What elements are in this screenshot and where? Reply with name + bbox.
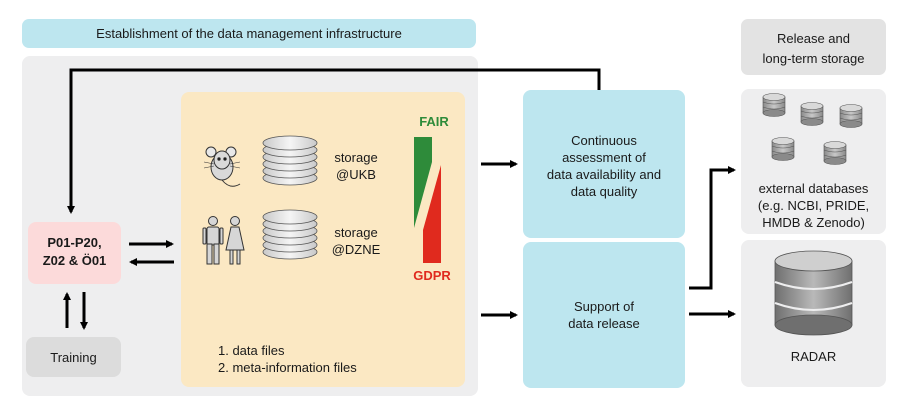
external-line: external databases: [758, 181, 869, 196]
support-box: Support of data release: [523, 242, 685, 388]
gdpr-wedge: [423, 165, 441, 263]
mouse-icon: [203, 146, 241, 187]
storage-ukb-stack-icon: [262, 135, 318, 186]
assessment-line: Continuous: [571, 133, 637, 148]
support-line: data release: [568, 316, 640, 331]
training-label: Training: [50, 349, 97, 365]
external-line: (e.g. NCBI, PRIDE,: [757, 198, 870, 213]
header-bar: Establishment of the data management inf…: [22, 19, 476, 48]
file-list-item: 1. data files: [218, 343, 285, 358]
support-line: Support of: [574, 299, 634, 314]
training-box: Training: [26, 337, 121, 377]
assessment-line: assessment of: [562, 150, 646, 165]
release-title-line2: long-term storage: [762, 51, 865, 66]
storage-ukb-line2: @UKB: [336, 167, 376, 182]
assessment-line: data quality: [570, 184, 638, 199]
projects-box: P01-P20, Z02 & Ö01: [28, 222, 121, 284]
storage-ukb-line1: storage: [334, 150, 378, 165]
fair-wedge: [414, 137, 432, 228]
storage-dzne-stack-icon: [262, 209, 318, 260]
release-header: Release and long-term storage: [741, 19, 886, 75]
file-list-item: 2. meta-information files: [218, 360, 357, 375]
projects-line2: Z02 & Ö01: [42, 253, 107, 268]
radar-label: RADAR: [790, 349, 837, 364]
projects-line1: P01-P20,: [47, 235, 102, 250]
people-icon: [202, 216, 245, 265]
assessment-line: data availability and: [546, 167, 662, 182]
assessment-box: Continuous assessment of data availabili…: [523, 90, 685, 238]
storage-dzne-line2: @DZNE: [331, 242, 381, 257]
external-database-icon: [762, 93, 863, 165]
external-line: HMDB & Zenodo): [762, 215, 865, 230]
fair-label: FAIR: [419, 114, 449, 129]
gdpr-label: GDPR: [413, 268, 451, 283]
storage-dzne-line1: storage: [334, 225, 378, 240]
radar-database-icon: [774, 250, 853, 336]
release-title-line1: Release and: [777, 31, 850, 46]
feedback-arrow: [67, 68, 601, 214]
header-title: Establishment of the data management inf…: [96, 26, 402, 41]
arrow-to-external-db: [689, 166, 736, 290]
